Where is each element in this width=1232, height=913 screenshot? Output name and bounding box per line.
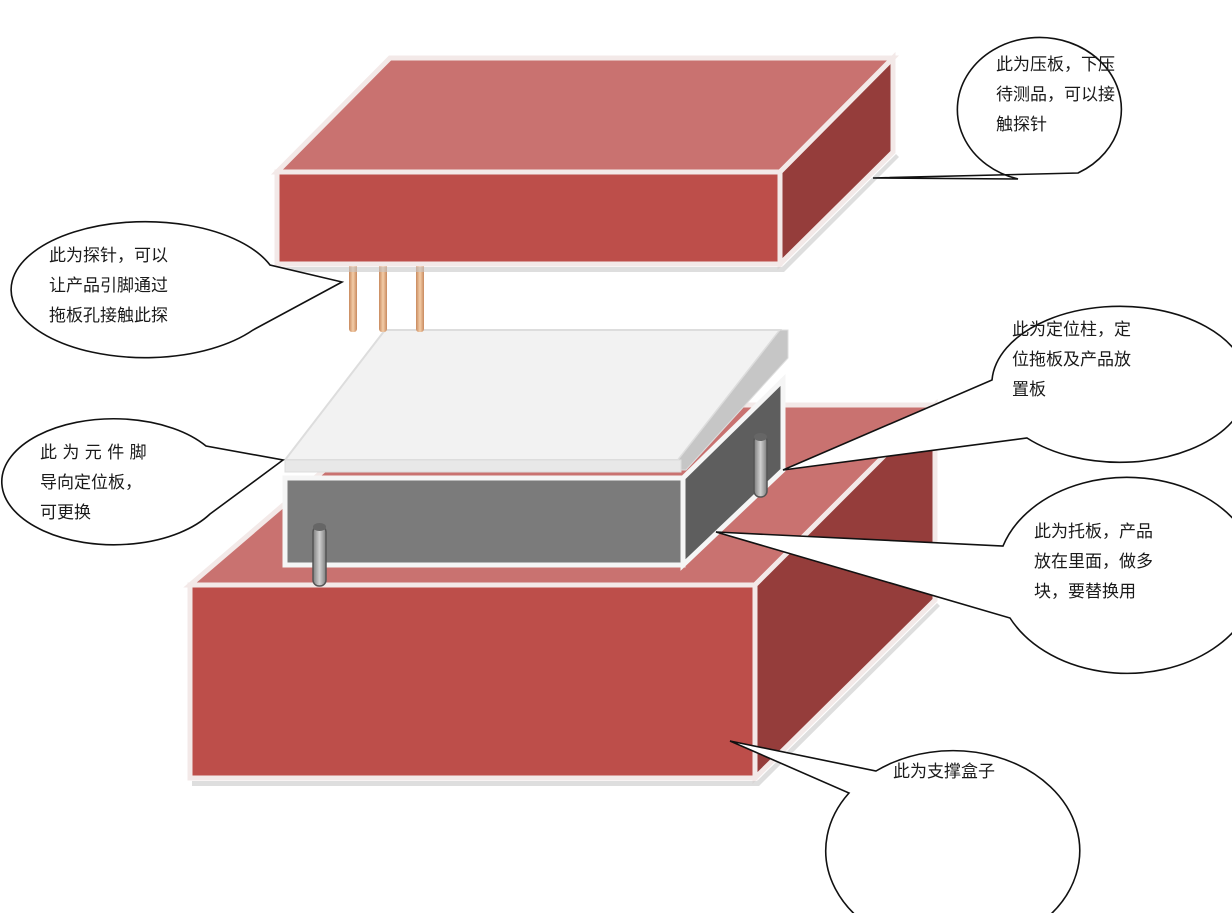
probe-1 bbox=[349, 262, 357, 332]
callout-line: 拖板孔接触此探 bbox=[49, 306, 168, 326]
tray-front bbox=[282, 475, 686, 568]
callout-line: 放在里面，做多 bbox=[1034, 552, 1153, 572]
callout-line: 导向定位板， bbox=[40, 473, 142, 493]
callout-bubble-locating-pin bbox=[782, 305, 1232, 471]
callout-bubble-support-box bbox=[729, 740, 1081, 913]
callout-press-plate-text: 此为压板，下压 待测品，可以接 触探针 bbox=[996, 50, 1115, 140]
support-box-front bbox=[187, 582, 758, 781]
callout-locating-pin-text: 此为定位柱，定 位拖板及产品放 置板 bbox=[1012, 315, 1131, 405]
callout-bubble-probe bbox=[10, 220, 345, 359]
callout-line: 待测品，可以接 bbox=[996, 85, 1115, 105]
callout-support-box-text: 此为支撑盒子 bbox=[893, 757, 995, 787]
probes bbox=[349, 262, 424, 332]
callout-line: 可更换 bbox=[40, 503, 91, 523]
callout-line: 触探针 bbox=[996, 115, 1047, 135]
press-plate-front bbox=[274, 169, 783, 267]
callout-bubble-tray bbox=[715, 476, 1232, 675]
locating-pin-front bbox=[312, 523, 327, 587]
callout-line: 置板 bbox=[1012, 380, 1046, 400]
probe-2 bbox=[379, 262, 387, 332]
callout-line: 此为压板，下压 bbox=[996, 55, 1115, 75]
callout-line: 此为定位柱，定 bbox=[1012, 320, 1131, 340]
callout-bubble-guide-plate bbox=[1, 417, 285, 546]
press-plate bbox=[271, 51, 899, 272]
callout-line: 此为托板，产品 bbox=[1034, 522, 1153, 542]
callout-line: 块，要替换用 bbox=[1034, 582, 1136, 602]
guide-plate-front bbox=[284, 459, 682, 473]
locating-pin-back bbox=[753, 433, 768, 498]
callout-tray-text: 此为托板，产品 放在里面，做多 块，要替换用 bbox=[1034, 517, 1153, 607]
tray bbox=[282, 374, 786, 571]
probe-3 bbox=[416, 262, 424, 332]
callout-bubble-press-plate bbox=[872, 36, 1123, 180]
callout-guide-plate-text: 此 为 元 件 脚 导向定位板， 可更换 bbox=[40, 438, 147, 528]
callout-line: 此 为 元 件 脚 bbox=[40, 443, 147, 463]
callout-line: 此为支撑盒子 bbox=[893, 762, 995, 782]
callout-line: 让产品引脚通过 bbox=[49, 276, 168, 296]
callout-line: 位拖板及产品放 bbox=[1012, 350, 1131, 370]
callout-line: 此为探针，可以 bbox=[49, 246, 168, 266]
callout-probe-text: 此为探针，可以 让产品引脚通过 拖板孔接触此探 bbox=[49, 241, 168, 331]
guide-plate bbox=[282, 329, 789, 473]
